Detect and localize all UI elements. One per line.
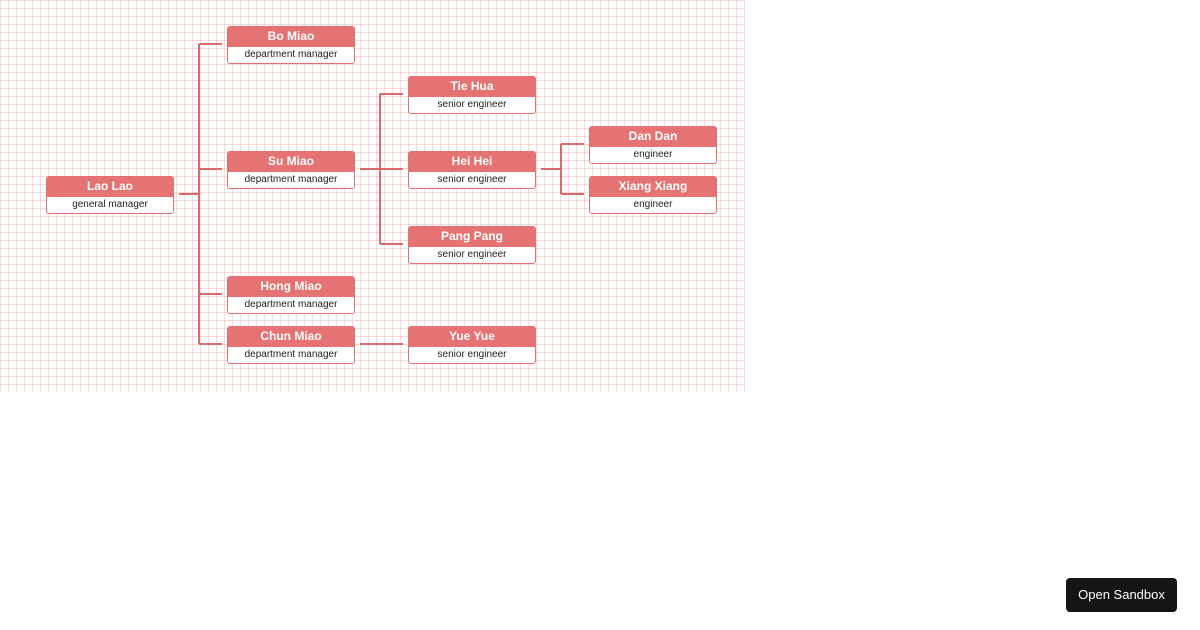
org-node-pang-pang[interactable]: Pang Pang senior engineer [408, 226, 536, 264]
org-node-title: senior engineer [437, 174, 507, 185]
org-node-title: engineer [633, 149, 673, 160]
org-node-title: general manager [72, 199, 148, 210]
org-node-name: Hong Miao [228, 277, 354, 297]
org-node-title: senior engineer [437, 249, 507, 260]
org-node-title: department manager [244, 49, 338, 60]
org-node-name: Xiang Xiang [590, 177, 716, 197]
org-node-name: Lao Lao [47, 177, 173, 197]
org-node-title: senior engineer [437, 349, 507, 360]
org-node-name: Hei Hei [409, 152, 535, 172]
org-node-name: Pang Pang [409, 227, 535, 247]
org-node-tie-hua[interactable]: Tie Hua senior engineer [408, 76, 536, 114]
org-node-bo-miao[interactable]: Bo Miao department manager [227, 26, 355, 64]
org-chart-canvas: Lao Lao general manager Bo Miao department … [0, 0, 745, 392]
org-node-name: Bo Miao [228, 27, 354, 47]
org-node-title: department manager [244, 349, 338, 360]
org-node-dan-dan[interactable]: Dan Dan engineer [589, 126, 717, 164]
org-node-title: department manager [244, 299, 338, 310]
org-node-title: department manager [244, 174, 338, 185]
org-node-name: Su Miao [228, 152, 354, 172]
org-node-lao-lao[interactable]: Lao Lao general manager [46, 176, 174, 214]
org-node-title: engineer [633, 199, 673, 210]
open-sandbox-button[interactable]: Open Sandbox [1066, 578, 1177, 612]
org-node-name: Yue Yue [409, 327, 535, 347]
org-node-name: Dan Dan [590, 127, 716, 147]
org-node-hei-hei[interactable]: Hei Hei senior engineer [408, 151, 536, 189]
org-node-yue-yue[interactable]: Yue Yue senior engineer [408, 326, 536, 364]
org-node-su-miao[interactable]: Su Miao department manager [227, 151, 355, 189]
org-node-chun-miao[interactable]: Chun Miao department manager [227, 326, 355, 364]
org-node-name: Tie Hua [409, 77, 535, 97]
org-node-hong-miao[interactable]: Hong Miao department manager [227, 276, 355, 314]
org-node-xiang-xiang[interactable]: Xiang Xiang engineer [589, 176, 717, 214]
org-node-name: Chun Miao [228, 327, 354, 347]
org-node-title: senior engineer [437, 99, 507, 110]
